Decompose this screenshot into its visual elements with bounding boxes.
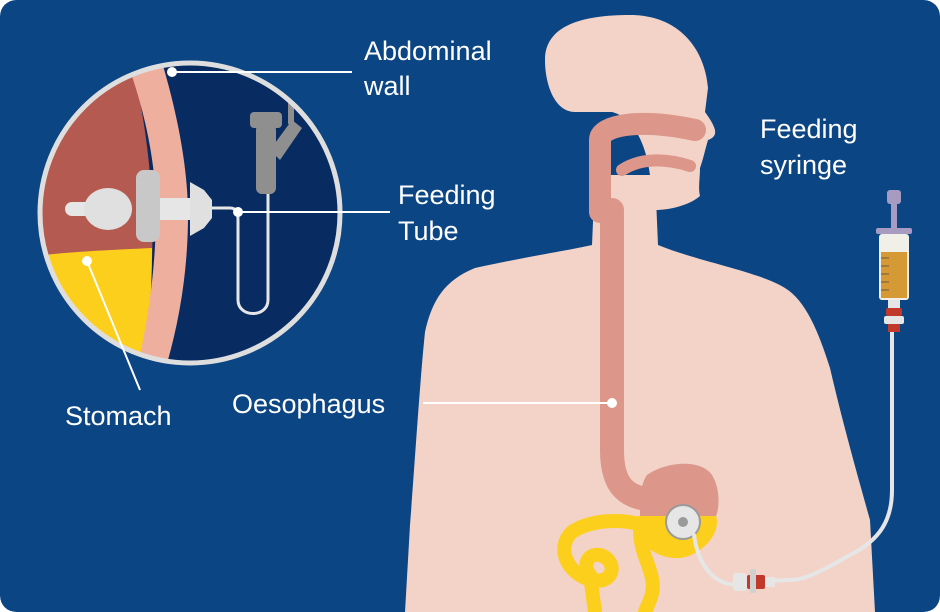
internal-balloon bbox=[84, 188, 132, 230]
label-abdominal-wall-line2: wall bbox=[363, 71, 411, 101]
label-feeding-syringe-line1: Feeding bbox=[760, 114, 858, 144]
label-stomach: Stomach bbox=[65, 401, 172, 431]
label-feeding-tube-line2: Tube bbox=[398, 216, 459, 246]
gastrostomy-port-center bbox=[678, 517, 688, 527]
inner-disc bbox=[136, 170, 160, 242]
label-abdominal-wall-line1: Abdominal bbox=[364, 36, 492, 66]
label-oesophagus: Oesophagus bbox=[232, 389, 385, 419]
device-stem bbox=[160, 198, 190, 220]
syringe-contents bbox=[881, 252, 907, 298]
label-feeding-syringe-line2: syringe bbox=[760, 150, 847, 180]
label-feeding-tube-line1: Feeding bbox=[398, 180, 496, 210]
